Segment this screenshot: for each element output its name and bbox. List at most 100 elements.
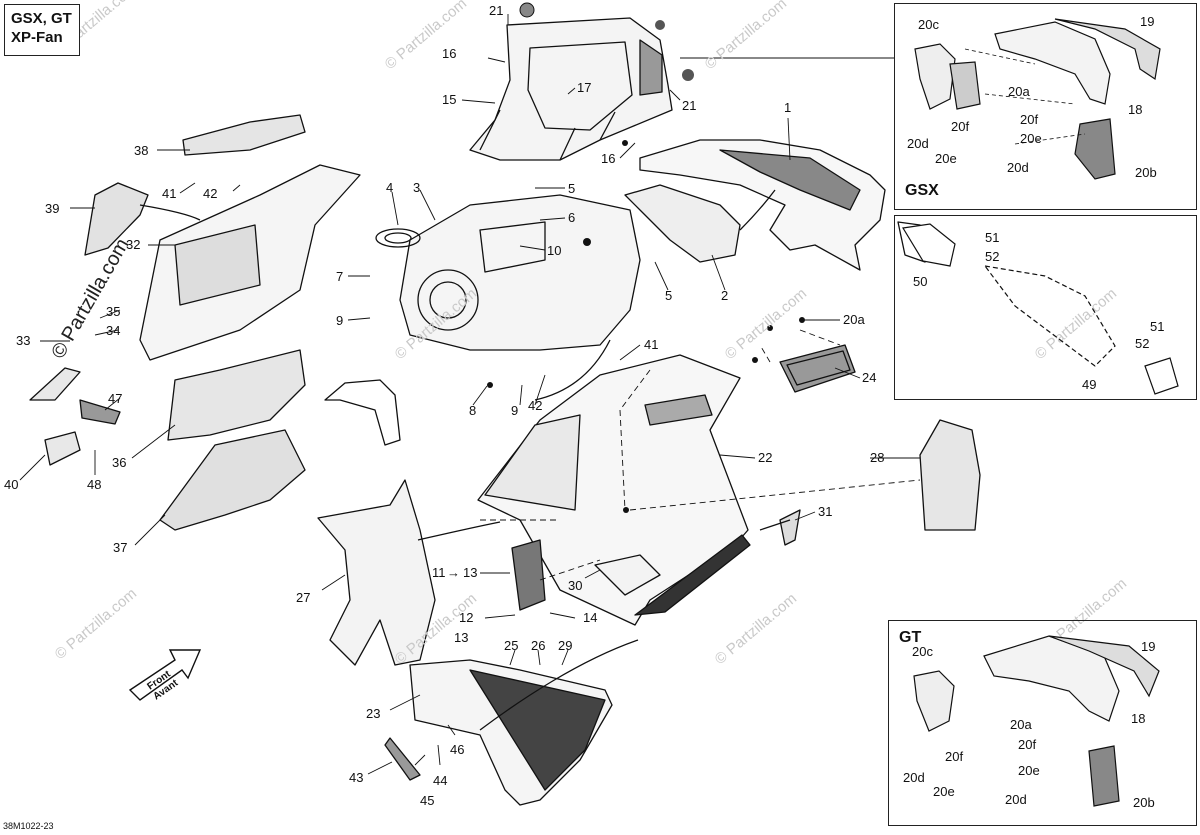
callout-gt20f: 20f: [945, 749, 963, 764]
callout-c21a: 21: [489, 3, 503, 18]
callout-gt20e: 20e: [1018, 763, 1040, 778]
callout-c47: 47: [108, 391, 122, 406]
callout-gsx20a: 20a: [1008, 84, 1030, 99]
part-2-side-panel: [624, 184, 741, 263]
callout-c36: 36: [112, 455, 126, 470]
callout-c41b: 41: [644, 337, 658, 352]
callout-gt20c: 20c: [912, 644, 933, 659]
callout-m49: 49: [1082, 377, 1096, 392]
callout-c39: 39: [45, 201, 59, 216]
watermark-text: © Partzilla.com: [712, 590, 800, 668]
callout-gsx20c: 20c: [918, 17, 939, 32]
part-15-upper-cowl: [469, 17, 673, 161]
part-1-hood: [639, 139, 886, 271]
watermark-text: © Partzilla.com: [722, 285, 810, 363]
gt-inset-drawing: 20c 19 18 20a 20f 20f 20e 20d 20e 20d 20…: [903, 635, 1160, 810]
mirror-inset-drawing: 50 51 52 51 52 49: [902, 223, 1179, 395]
callout-c16b: 16: [601, 151, 615, 166]
callout-c26: 26: [531, 638, 545, 653]
callout-c25: 25: [504, 638, 518, 653]
callout-c13a: 13: [463, 565, 477, 580]
callout-c15: 15: [442, 92, 456, 107]
callout-c42a: 42: [203, 186, 217, 201]
part-40: [44, 431, 81, 466]
callout-c24: 24: [862, 370, 876, 385]
watermark-text: © Partzilla.com: [702, 0, 790, 73]
part-31: [779, 509, 801, 546]
callout-gsx18: 18: [1128, 102, 1142, 117]
callout-gsx20e2: 20e: [935, 151, 957, 166]
callout-c21b: 21: [682, 98, 696, 113]
callout-c35: 35: [106, 304, 120, 319]
gsx-inset-title: GSX: [905, 182, 939, 199]
callout-c16a: 16: [442, 46, 456, 61]
callout-gsx20f: 20f: [951, 119, 969, 134]
callout-c14: 14: [583, 610, 597, 625]
callout-gsx19: 19: [1140, 14, 1154, 29]
model-label-line1: GSX, GT: [11, 10, 72, 27]
callout-gt20d2: 20d: [1005, 792, 1027, 807]
callout-m51a: 51: [985, 230, 999, 245]
callout-gt20f2: 20f: [1018, 737, 1036, 752]
callout-c7: 7: [336, 269, 343, 284]
part-27-side: [317, 479, 436, 666]
callout-gt20e2: 20e: [933, 784, 955, 799]
model-label-line2: XP-Fan: [11, 29, 63, 46]
gsx-inset-panel: 20c 19 20a 18 20f 20f 20e 20d 20e 20d 20…: [894, 3, 1197, 210]
callout-c40: 40: [4, 477, 18, 492]
callout-c34: 34: [106, 323, 120, 338]
callout-c8: 8: [469, 403, 476, 418]
part-13-light: [511, 539, 546, 611]
diagram-code: 38M1022-23: [3, 821, 54, 831]
gsx-inset-drawing: 20c 19 20a 18 20f 20f 20e 20d 20e 20d 20…: [907, 14, 1161, 180]
callout-c33: 33: [16, 333, 30, 348]
mirror-inset-panel: 50 51 52 51 52 49: [894, 215, 1197, 400]
callout-m50: 50: [913, 274, 927, 289]
part-38: [182, 114, 306, 156]
part-3-dash-frame: [399, 194, 641, 351]
part-36: [167, 349, 306, 441]
callout-c41a: 41: [162, 186, 176, 201]
part-4-cap: [375, 228, 421, 248]
part-33-34: [29, 367, 81, 401]
callout-gsx20e: 20e: [1020, 131, 1042, 146]
gt-inset-title: GT: [899, 629, 922, 646]
callout-c6: 6: [568, 210, 575, 225]
callout-gsx20b: 20b: [1135, 165, 1157, 180]
callout-gsx20d2: 20d: [1007, 160, 1029, 175]
callout-c20a: 20a: [843, 312, 865, 327]
part-47: [79, 399, 121, 425]
callout-c37: 37: [113, 540, 127, 555]
callout-c43: 43: [349, 770, 363, 785]
bracket: [324, 379, 401, 446]
callout-c9b: 9: [511, 403, 518, 418]
callout-c48: 48: [87, 477, 101, 492]
callout-c4: 4: [386, 180, 393, 195]
callout-c46: 46: [450, 742, 464, 757]
callout-c38: 38: [134, 143, 148, 158]
model-label-box: GSX, GT XP-Fan: [4, 4, 80, 56]
callout-c11: 11: [432, 565, 446, 580]
part-30: [594, 554, 661, 596]
callout-c44: 44: [433, 773, 447, 788]
callout-c5a: 5: [568, 181, 575, 196]
callout-c13b: 13: [454, 630, 468, 645]
callout-labels: 21 16 15 17 21 16 1 2 3 4 5 6 10 5 7 9 8…: [4, 3, 884, 808]
callout-gt20a: 20a: [1010, 717, 1032, 732]
callout-c28: 28: [870, 450, 884, 465]
callout-c5b: 5: [665, 288, 672, 303]
callout-gt19: 19: [1141, 639, 1155, 654]
part-24-grille: [779, 344, 856, 393]
callout-gsx20f2: 20f: [1020, 112, 1038, 127]
callout-c23: 23: [366, 706, 380, 721]
callout-c30: 30: [568, 578, 582, 593]
callout-c12: 12: [459, 610, 473, 625]
svg-text:→: →: [447, 565, 460, 580]
callout-c2: 2: [721, 288, 728, 303]
part-43: [384, 737, 421, 781]
callout-gt20d: 20d: [903, 770, 925, 785]
callout-gsx20d: 20d: [907, 136, 929, 151]
part-22-lower-side: [477, 354, 751, 626]
callout-c31: 31: [818, 504, 832, 519]
